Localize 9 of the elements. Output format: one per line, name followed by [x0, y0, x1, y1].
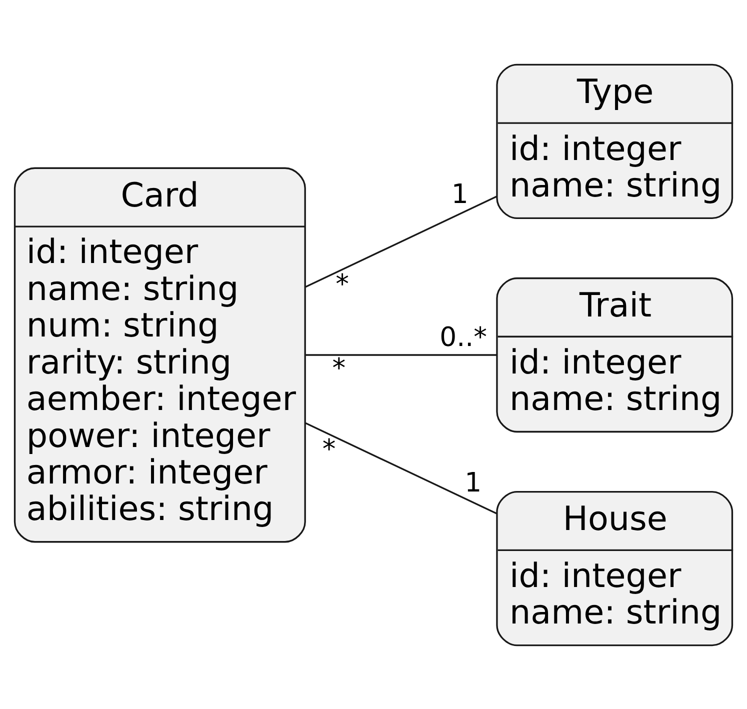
connector — [305, 195, 497, 288]
connector — [305, 422, 497, 514]
label: 1 — [464, 467, 482, 498]
label: * — [332, 352, 346, 384]
connector — [306, 354, 497, 356]
label: 0..* — [440, 321, 487, 352]
label: 1 — [451, 178, 468, 210]
label: * — [336, 268, 350, 300]
label: * — [322, 433, 336, 464]
